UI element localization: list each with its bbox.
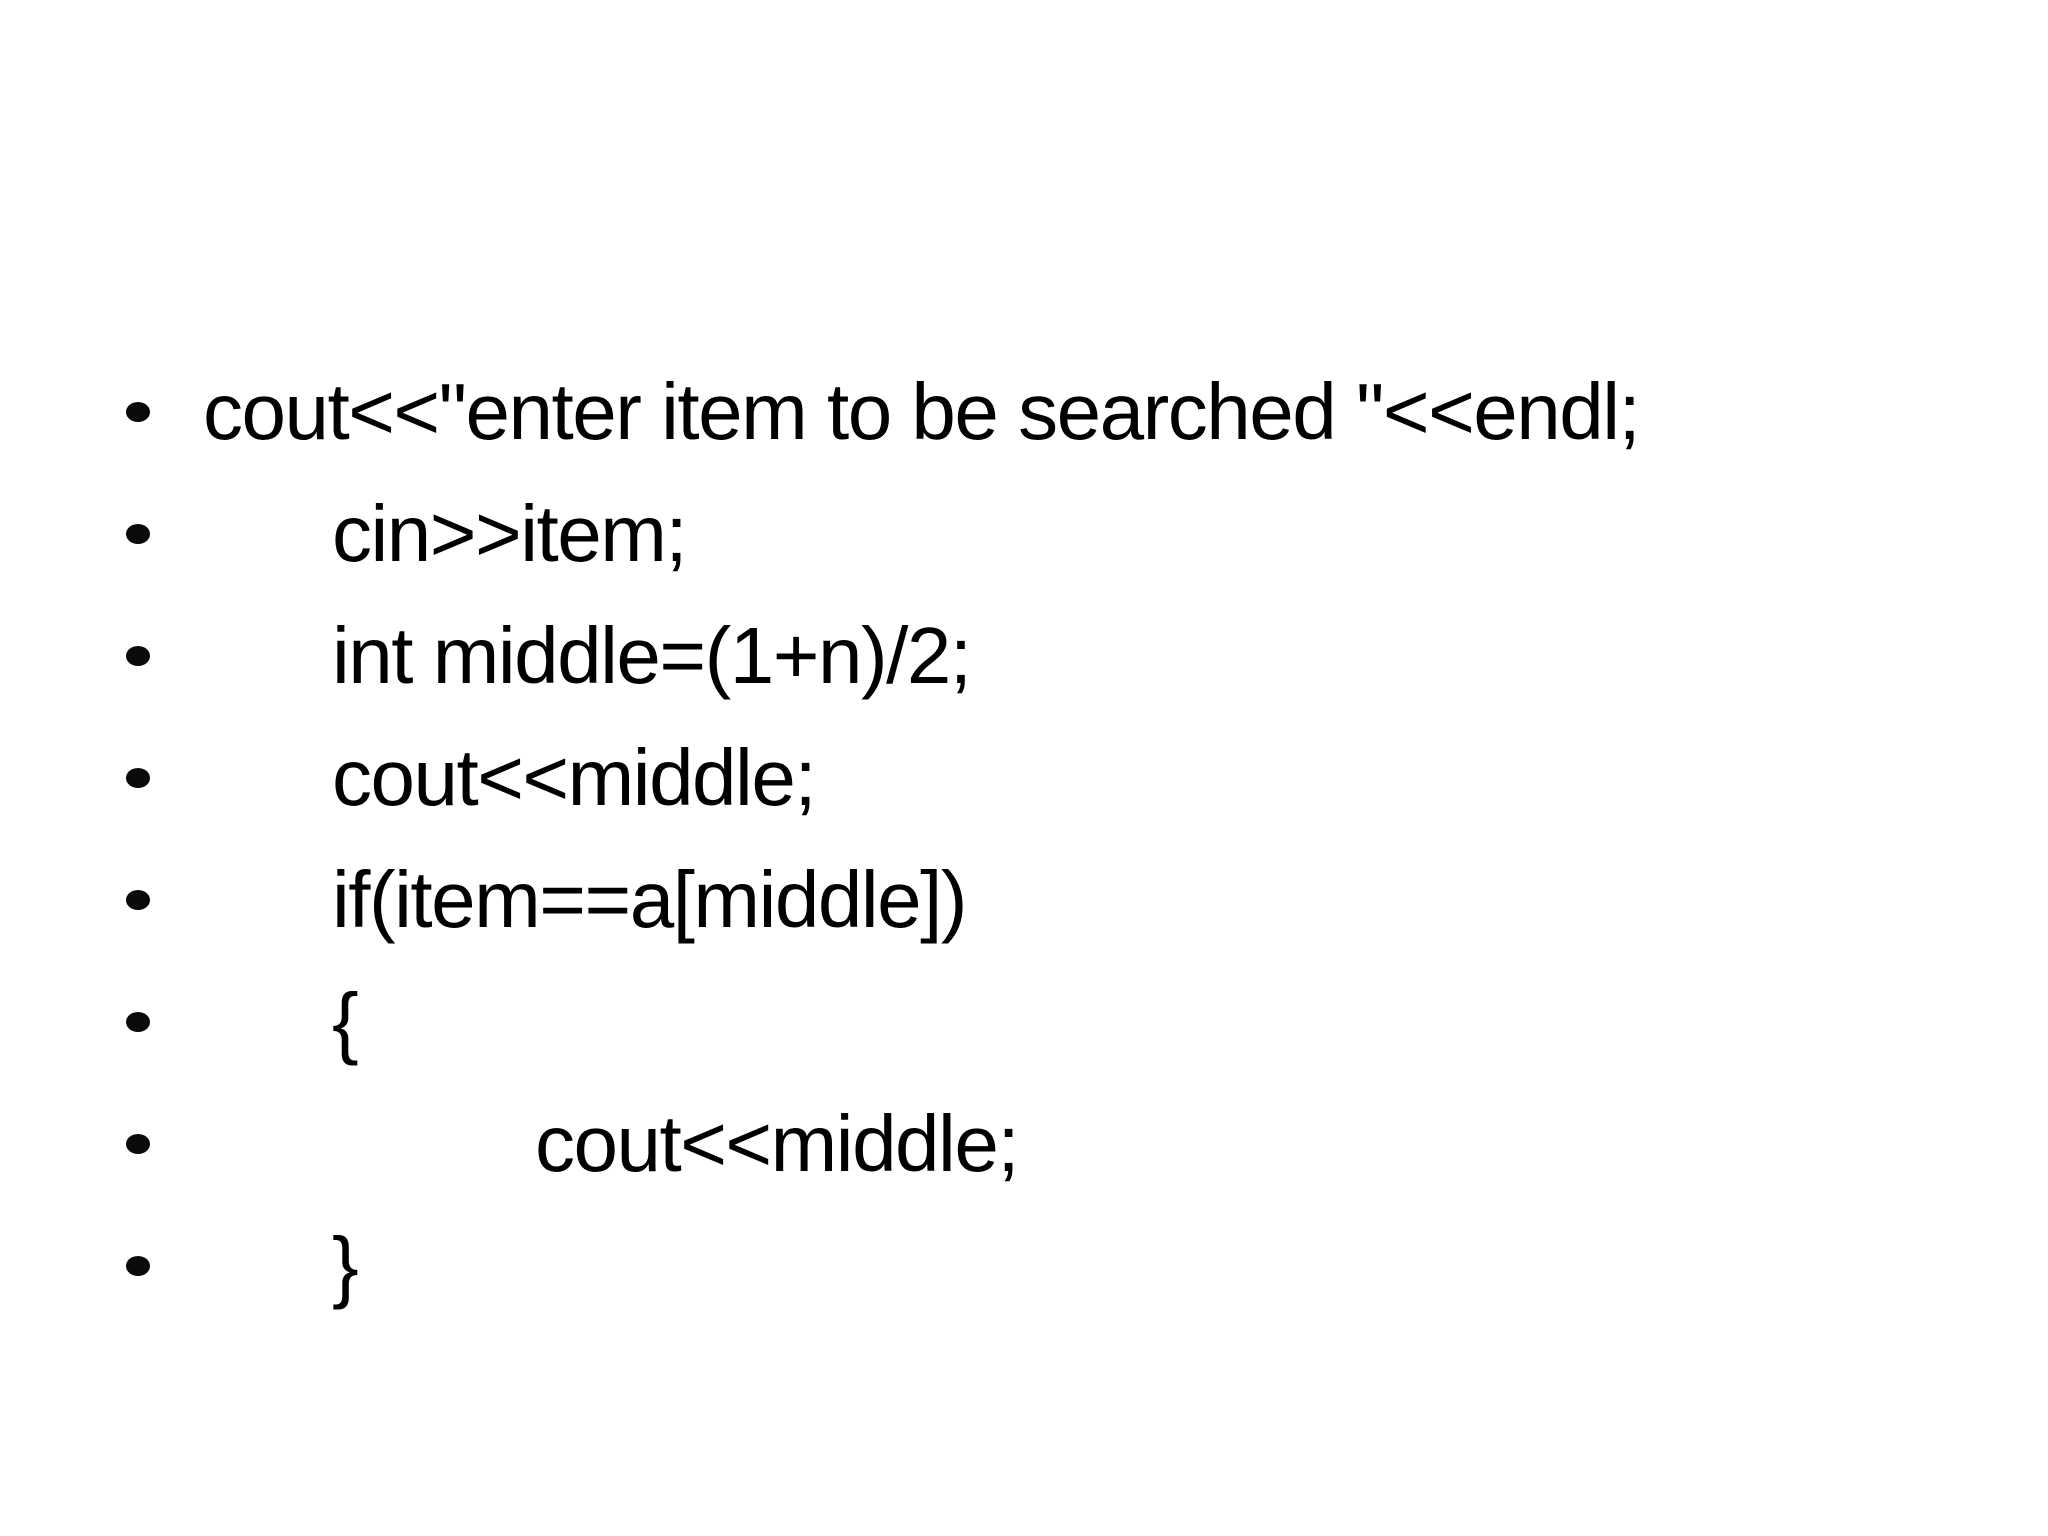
code-line-text: {: [332, 977, 359, 1066]
bullet-icon: [126, 402, 150, 422]
list-item: cout<<middle;: [0, 717, 2048, 839]
code-bullet-list: cout<<"enter item to be searched "<<endl…: [0, 351, 2048, 1327]
bullet-icon: [126, 768, 150, 788]
code-line-text: }: [332, 1221, 359, 1310]
list-item: cin>>item;: [0, 473, 2048, 595]
list-item: cout<<middle;: [0, 1083, 2048, 1205]
code-line-text: cout<<"enter item to be searched "<<endl…: [203, 367, 1641, 456]
bullet-icon: [126, 890, 150, 910]
bullet-icon: [126, 1012, 150, 1032]
bullet-icon: [126, 1134, 150, 1154]
list-item: }: [0, 1205, 2048, 1327]
code-line-text: cout<<middle;: [332, 733, 817, 822]
bullet-icon: [126, 1256, 150, 1276]
code-line-text: int middle=(1+n)/2;: [332, 611, 972, 700]
code-line-text: cin>>item;: [332, 489, 688, 578]
list-item: int middle=(1+n)/2;: [0, 595, 2048, 717]
bullet-icon: [126, 524, 150, 544]
code-line-text: cout<<middle;: [535, 1099, 1020, 1188]
code-line-text: if(item==a[middle]): [332, 855, 967, 944]
bullet-icon: [126, 646, 150, 666]
list-item: {: [0, 961, 2048, 1083]
list-item: cout<<"enter item to be searched "<<endl…: [0, 351, 2048, 473]
list-item: if(item==a[middle]): [0, 839, 2048, 961]
